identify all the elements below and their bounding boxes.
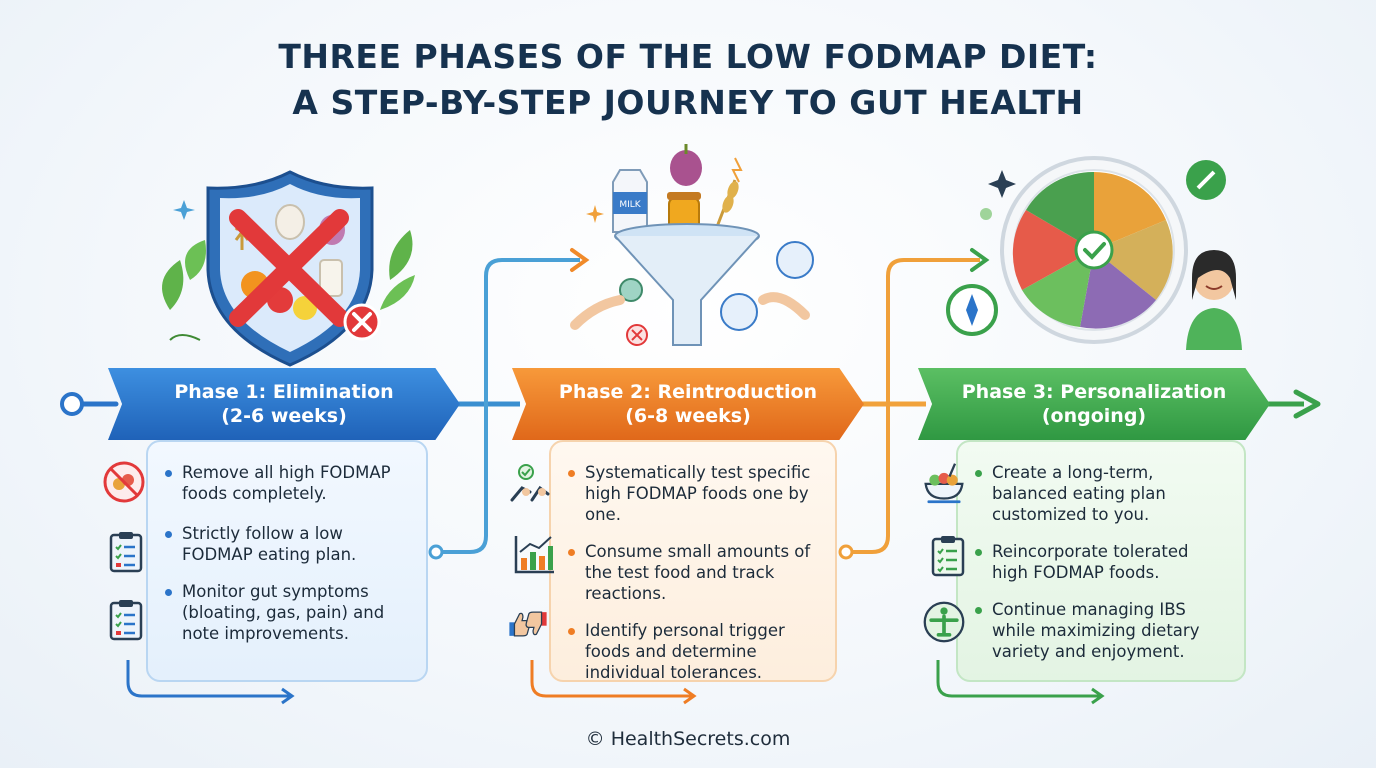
list-item: Continue managing IBS while maximizing d… [975, 599, 1228, 662]
chart-icon [514, 536, 554, 574]
card-3-bottom-arrow [936, 660, 1100, 698]
hand-check-icon [510, 464, 550, 502]
phase-2-list: Systematically test specific high FODMAP… [568, 462, 819, 683]
phase-1-name: Phase 1: Elimination [174, 381, 394, 403]
clipboard-icon [109, 532, 143, 573]
phase-3-banner: Phase 3: Personalization (ongoing) [918, 368, 1270, 440]
title-line-1: THREE PHASES OF THE LOW FODMAP DIET: [278, 37, 1098, 76]
plate-icon [946, 156, 1242, 350]
salad-icon [924, 463, 964, 504]
list-item: Strictly follow a low FODMAP eating plan… [165, 523, 410, 565]
page-title: THREE PHASES OF THE LOW FODMAP DIET: A S… [0, 34, 1376, 126]
phase-2-duration: (6-8 weeks) [625, 405, 751, 427]
funnel-icon: MILK [570, 144, 814, 346]
milk-label: MILK [619, 200, 641, 210]
list-item: Consume small amounts of the test food a… [568, 541, 819, 604]
shield-icon [162, 170, 415, 367]
card-1-bottom-arrow [126, 660, 290, 698]
phase-1-banner: Phase 1: Elimination (2-6 weeks) [108, 368, 460, 440]
list-item: Identify personal trigger foods and dete… [568, 620, 819, 683]
balance-icon [923, 601, 965, 643]
phase-2-name: Phase 2: Reintroduction [558, 381, 818, 403]
list-item: Reincorporate tolerated high FODMAP food… [975, 541, 1228, 583]
phase-1-card: Remove all high FODMAP foods completely.… [146, 440, 428, 682]
list-item: Remove all high FODMAP foods completely. [165, 462, 410, 504]
connector-2-3 [842, 258, 980, 554]
phase-2-banner: Phase 2: Reintroduction (6-8 weeks) [512, 368, 864, 440]
phase-3-list: Create a long-term, balanced eating plan… [975, 462, 1228, 662]
phase-3-name: Phase 3: Personalization [961, 381, 1227, 403]
list-item: Create a long-term, balanced eating plan… [975, 462, 1228, 525]
footer-credit: © HealthSecrets.com [585, 728, 791, 750]
timeline-start-dot [60, 392, 84, 416]
card-2-bottom-arrow [530, 660, 692, 698]
title-line-2: A STEP-BY-STEP JOURNEY TO GUT HEALTH [292, 83, 1084, 122]
phase-3-duration: (ongoing) [1041, 405, 1147, 427]
phase-1-duration: (2-6 weeks) [221, 405, 347, 427]
no-food-icon [103, 461, 145, 503]
phase-2-card: Systematically test specific high FODMAP… [549, 440, 837, 682]
phase-3-card: Create a long-term, balanced eating plan… [956, 440, 1246, 682]
phase-1-list: Remove all high FODMAP foods completely.… [165, 462, 410, 644]
connector-1-2 [430, 258, 580, 554]
clipboard-icon [109, 600, 143, 641]
clipboard-icon [931, 536, 965, 577]
list-item: Systematically test specific high FODMAP… [568, 462, 819, 525]
thumbs-icon [509, 611, 547, 637]
list-item: Monitor gut symptoms (bloating, gas, pai… [165, 581, 410, 644]
timeline-end-arrow [1293, 389, 1321, 419]
